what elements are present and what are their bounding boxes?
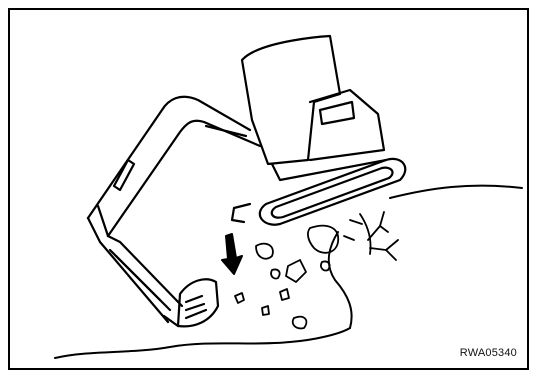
boom	[88, 97, 260, 236]
figure-frame: RWA05340	[8, 8, 529, 370]
excavator-illustration	[10, 10, 531, 372]
figure-reference-code: RWA05340	[460, 347, 517, 359]
cab	[242, 36, 386, 180]
bucket	[164, 279, 218, 326]
arrow-down-icon	[222, 234, 242, 274]
crawler-track	[232, 159, 405, 225]
rocks	[235, 226, 338, 329]
shrub	[344, 212, 398, 260]
arm	[88, 218, 182, 322]
